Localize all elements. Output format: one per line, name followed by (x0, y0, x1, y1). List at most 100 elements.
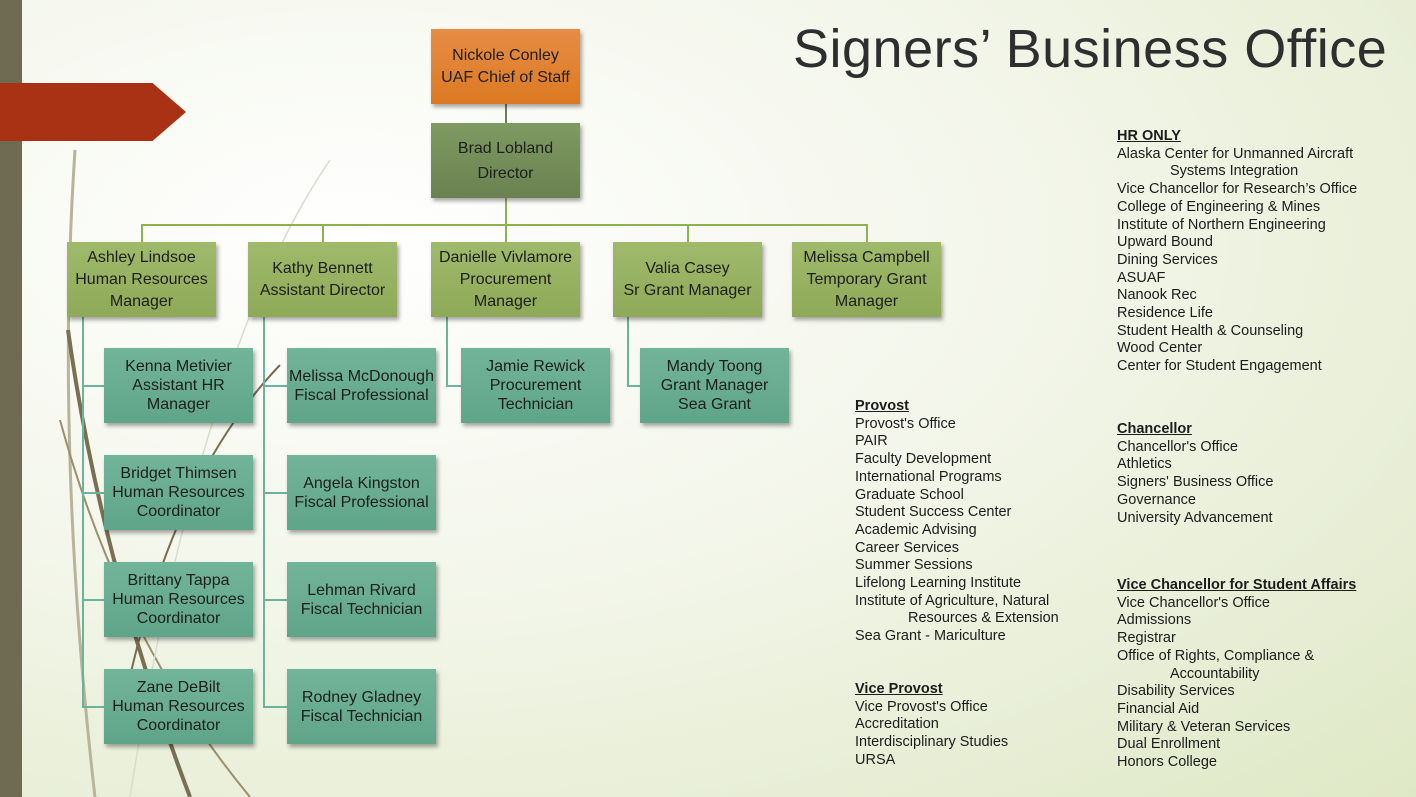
org-box-manager[interactable]: Valia Casey Sr Grant Manager (613, 242, 762, 317)
list-item: Dining Services (1117, 251, 1218, 268)
list-item: Academic Advising (855, 521, 977, 538)
box-name: Kathy Bennett (272, 259, 373, 277)
connector (141, 224, 143, 242)
list-item: Institute of Northern Engineering (1117, 216, 1326, 233)
list-item: Chancellor's Office (1117, 438, 1238, 455)
list-item: Provost's Office (855, 415, 956, 432)
connector (263, 385, 287, 387)
box-role: Fiscal Professional (294, 386, 429, 404)
org-box-director[interactable]: Brad Lobland Director (431, 123, 580, 198)
connector (263, 599, 287, 601)
box-role: Assistant HR Manager (132, 377, 225, 413)
box-name: Brad Lobland (457, 139, 554, 157)
connector (627, 317, 629, 387)
box-name: Bridget Thimsen (120, 465, 237, 482)
list-item: Upward Bound (1117, 234, 1213, 251)
box-name: Brittany Tappa (127, 572, 230, 589)
connector (82, 599, 104, 601)
list-item: Alaska Center for Unmanned Aircraft (1117, 145, 1354, 162)
box-name: Zane DeBilt (136, 679, 221, 696)
box-role: Grant Manager (660, 377, 769, 394)
box-extra: Sea Grant (678, 396, 751, 413)
box-role: Human Resources Coordinator (112, 484, 245, 520)
list-item: Military & Veteran Services (1117, 718, 1291, 735)
connector (142, 224, 868, 226)
box-name: Mandy Toong (666, 358, 763, 375)
list-item: Summer Sessions (855, 557, 973, 574)
list-item: Office of Rights, Compliance & (1117, 647, 1315, 664)
list-item: Wood Center (1117, 340, 1203, 357)
connector (687, 224, 689, 242)
connector (505, 104, 507, 123)
box-role: Procurement Manager (459, 270, 552, 310)
box-role: Temporary Grant Manager (806, 270, 927, 310)
list-item: Graduate School (855, 486, 964, 503)
connector (263, 492, 287, 494)
box-role: Human Resources Coordinator (112, 698, 245, 734)
box-role: Assistant Director (259, 281, 386, 299)
list-item: Career Services (855, 539, 959, 556)
list-item: Admissions (1117, 612, 1192, 629)
connector (263, 317, 265, 707)
list-item: International Programs (855, 468, 1002, 485)
list-item: URSA (855, 751, 896, 768)
box-name: Melissa McDonough (289, 367, 434, 385)
connector (82, 492, 104, 494)
box-name: Danielle Vivlamore (438, 248, 573, 266)
list-item: Financial Aid (1117, 700, 1200, 717)
list-item: ASUAF (1117, 269, 1166, 286)
box-name: Kenna Metivier (125, 358, 232, 375)
list-item: Athletics (1117, 456, 1172, 473)
connector (627, 385, 640, 387)
list-item: Nanook Rec (1117, 287, 1197, 304)
list-item: Signers' Business Office (1117, 474, 1274, 491)
list-item: Sea Grant - Mariculture (855, 628, 1006, 645)
list-item: Dual Enrollment (1117, 736, 1221, 753)
connector (505, 198, 507, 242)
connector (446, 385, 461, 387)
list-item: Institute of Agriculture, Natural (855, 592, 1050, 609)
list-item: Honors College (1117, 754, 1217, 771)
box-name: Valia Casey (645, 259, 730, 277)
connector (263, 706, 287, 708)
left-accent-bar (0, 0, 22, 797)
box-role: Human Resources Manager (75, 270, 208, 310)
box-role: Human Resources Coordinator (112, 591, 245, 627)
box-role: Fiscal Technician (300, 600, 423, 618)
list-item: Accountability (1170, 665, 1260, 682)
list-item: Vice Chancellor for Research’s Office (1117, 181, 1358, 198)
org-box-chief-of-staff[interactable]: Nickole Conley UAF Chief of Staff (431, 29, 580, 104)
box-role: Procurement Technician (489, 377, 582, 413)
list-item: Resources & Extension (908, 610, 1059, 627)
box-role: Sr Grant Manager (623, 281, 752, 299)
list-item: Governance (1117, 491, 1196, 508)
connector (82, 706, 104, 708)
list-item: Center for Student Engagement (1117, 358, 1322, 375)
list-item: Interdisciplinary Studies (855, 734, 1009, 751)
list-item: Registrar (1117, 630, 1176, 647)
red-arrow-shape (0, 83, 186, 141)
list-heading: Provost (855, 398, 909, 414)
list-heading: HR ONLY (1117, 128, 1181, 144)
list-item: Vice Chancellor's Office (1117, 594, 1270, 611)
box-role: Fiscal Professional (294, 493, 429, 511)
list-heading: Vice Provost (855, 681, 943, 697)
box-name: Lehman Rivard (307, 581, 416, 599)
list-item: Student Success Center (855, 504, 1012, 521)
